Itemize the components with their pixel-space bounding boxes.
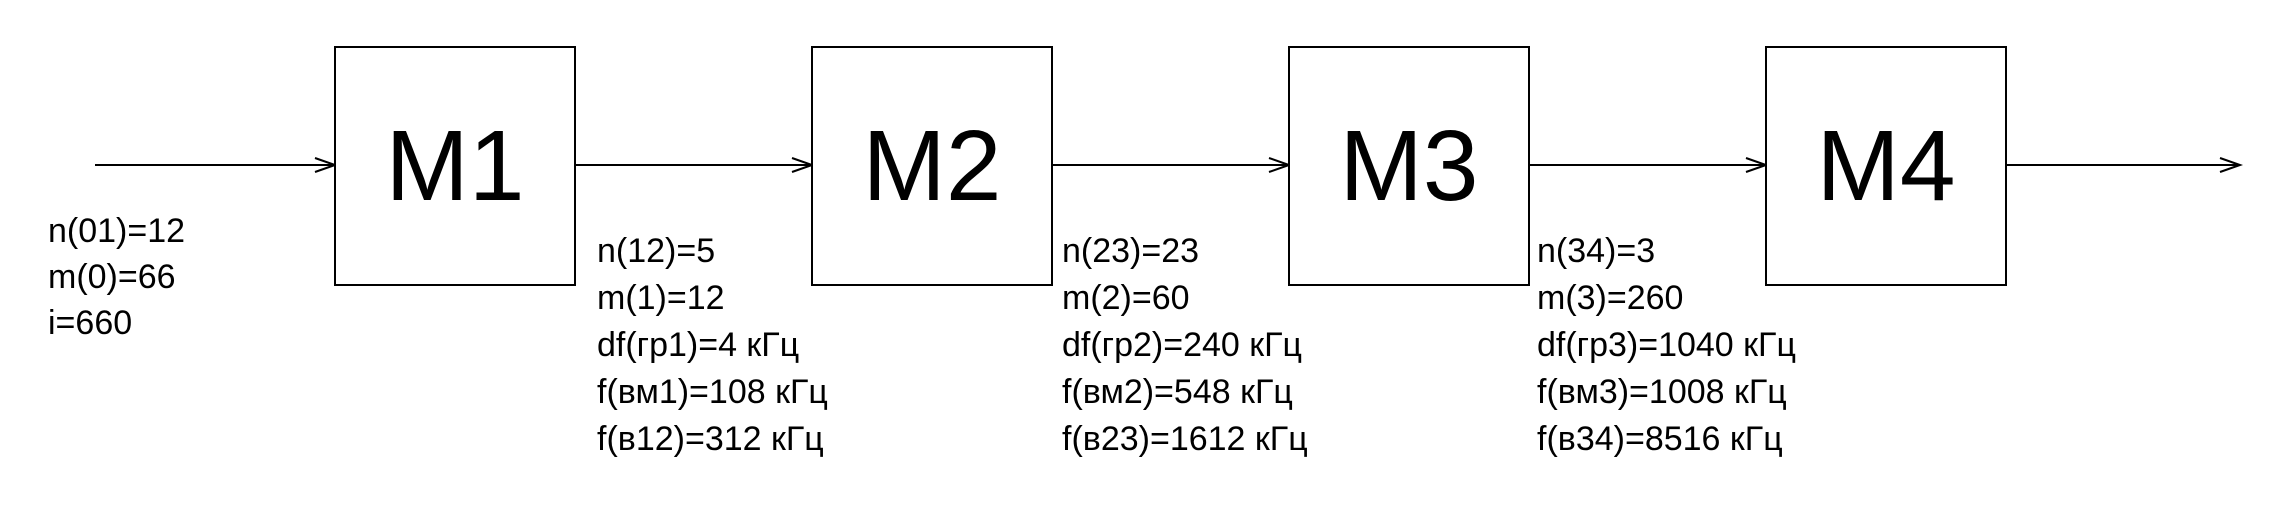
stage3-param-m: m(3)=260 [1537, 279, 1683, 317]
arrow-m1-m2 [575, 157, 816, 173]
arrow-output [2006, 157, 2244, 173]
input-param-n: n(01)=12 [48, 212, 185, 250]
stage3-param-n: n(34)=3 [1537, 232, 1655, 270]
block-m2: M2 [811, 46, 1053, 286]
stage2-param-n: n(23)=23 [1062, 232, 1199, 270]
stage3-param-fv: f(в34)=8516 кГц [1537, 420, 1783, 458]
block-m1-label: M1 [386, 110, 525, 222]
input-params: n(01)=12 m(0)=66 i=660 [48, 212, 185, 342]
stage1-params: n(12)=5 m(1)=12 df(гр1)=4 кГц f(вм1)=108… [597, 232, 828, 458]
block-m3-label: M3 [1340, 110, 1479, 222]
stage2-param-df: df(гр2)=240 кГц [1062, 326, 1302, 364]
stage1-param-fvm: f(вм1)=108 кГц [597, 373, 828, 411]
block-m4-label: M4 [1817, 110, 1956, 222]
stage3-param-df: df(гр3)=1040 кГц [1537, 326, 1796, 364]
stage2-params: n(23)=23 m(2)=60 df(гр2)=240 кГц f(вм2)=… [1062, 232, 1308, 458]
block-m1: M1 [334, 46, 576, 286]
stage2-param-fv: f(в23)=1612 кГц [1062, 420, 1308, 458]
block-m2-label: M2 [863, 110, 1002, 222]
stage1-param-fv: f(в12)=312 кГц [597, 420, 824, 458]
stage3-param-fvm: f(вм3)=1008 кГц [1537, 373, 1787, 411]
stage2-param-m: m(2)=60 [1062, 279, 1190, 317]
stage1-param-df: df(гр1)=4 кГц [597, 326, 799, 364]
arrow-m3-m4 [1529, 157, 1770, 173]
arrow-input [95, 157, 339, 173]
stage2-param-fvm: f(вм2)=548 кГц [1062, 373, 1293, 411]
input-param-i: i=660 [48, 304, 132, 342]
stage1-param-m: m(1)=12 [597, 279, 725, 317]
arrow-m2-m3 [1052, 157, 1293, 173]
input-param-m: m(0)=66 [48, 258, 176, 296]
block-m4: M4 [1765, 46, 2007, 286]
block-m3: M3 [1288, 46, 1530, 286]
stage3-params: n(34)=3 m(3)=260 df(гр3)=1040 кГц f(вм3)… [1537, 232, 1796, 458]
stage1-param-n: n(12)=5 [597, 232, 715, 270]
